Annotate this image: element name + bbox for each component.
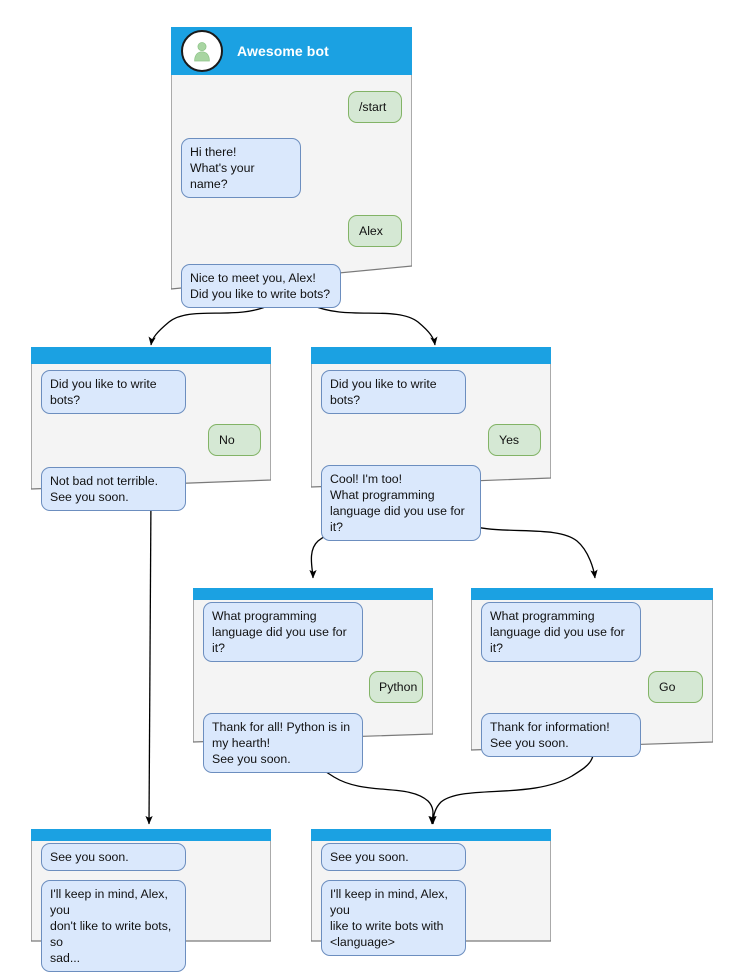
card-language-python[interactable]: What programming language did you use fo…: [193, 588, 433, 773]
bot-message-keep-in-mind: I'll keep in mind, Alex, you don't like …: [41, 880, 186, 972]
card-did-you-like-yes[interactable]: Did you like to write bots? Yes Cool! I'…: [311, 347, 551, 541]
message-row: /start: [171, 91, 412, 123]
card-end-happy[interactable]: See you soon. I'll keep in mind, Alex, y…: [311, 829, 551, 956]
message-row: Yes: [311, 424, 551, 456]
bot-message-question: Did you like to write bots?: [41, 370, 186, 414]
bot-title: Awesome bot: [237, 43, 329, 59]
card-content: See you soon. I'll keep in mind, Alex, y…: [31, 829, 271, 972]
message-row: Cool! I'm too! What programming language…: [311, 465, 551, 541]
chat-thread: /start Hi there! What's your name? Alex …: [171, 75, 412, 308]
user-message-no[interactable]: No: [208, 424, 261, 456]
user-message-go[interactable]: Go: [648, 671, 703, 703]
chat-thread: What programming language did you use fo…: [471, 600, 713, 757]
chat-thread: See you soon. I'll keep in mind, Alex, y…: [311, 841, 551, 956]
chat-thread: Did you like to write bots? No Not bad n…: [31, 364, 271, 511]
bot-message-greeting: Hi there! What's your name?: [181, 138, 301, 198]
card-content: Did you like to write bots? Yes Cool! I'…: [311, 347, 551, 541]
message-row: Hi there! What's your name?: [171, 138, 412, 198]
message-row: No: [31, 424, 271, 456]
bot-message-language-question: What programming language did you use fo…: [203, 602, 363, 662]
message-row: Alex: [171, 215, 412, 247]
card-content: Did you like to write bots? No Not bad n…: [31, 347, 271, 511]
bot-message-thanks: Thank for all! Python is in my hearth! S…: [203, 713, 363, 773]
message-row: I'll keep in mind, Alex, you like to wri…: [311, 880, 551, 956]
edge-no-to-end-sad: [145, 492, 153, 825]
message-row: Did you like to write bots?: [31, 370, 271, 414]
card-header-bar: [471, 588, 713, 600]
card-end-sad[interactable]: See you soon. I'll keep in mind, Alex, y…: [31, 829, 271, 972]
card-awesome-bot-root[interactable]: Awesome bot /start Hi there! What's your…: [171, 27, 412, 308]
user-message-python[interactable]: Python: [369, 671, 423, 703]
chat-thread: What programming language did you use fo…: [193, 600, 433, 773]
bot-message-farewell: Not bad not terrible. See you soon.: [41, 467, 186, 511]
card-content: Awesome bot /start Hi there! What's your…: [171, 27, 412, 308]
card-content: See you soon. I'll keep in mind, Alex, y…: [311, 829, 551, 956]
bot-message-nice-to-meet: Nice to meet you, Alex! Did you like to …: [181, 264, 341, 308]
card-content: What programming language did you use fo…: [471, 588, 713, 757]
chat-thread: See you soon. I'll keep in mind, Alex, y…: [31, 841, 271, 972]
chat-thread: Did you like to write bots? Yes Cool! I'…: [311, 364, 551, 541]
message-row: Thank for information! See you soon.: [471, 713, 713, 757]
message-row: See you soon.: [31, 843, 271, 871]
card-header-bar: [193, 588, 433, 600]
bot-message-language-question: Cool! I'm too! What programming language…: [321, 465, 481, 541]
message-row: Did you like to write bots?: [311, 370, 551, 414]
message-row: Thank for all! Python is in my hearth! S…: [193, 713, 433, 773]
card-language-go[interactable]: What programming language did you use fo…: [471, 588, 713, 757]
user-message-yes[interactable]: Yes: [488, 424, 541, 456]
message-row: What programming language did you use fo…: [193, 602, 433, 662]
person-glyph: [194, 42, 210, 62]
bot-message-see-you-soon: See you soon.: [41, 843, 186, 871]
user-avatar-icon: [181, 30, 223, 72]
bot-message-thanks: Thank for information! See you soon.: [481, 713, 641, 757]
user-message-name[interactable]: Alex: [348, 215, 402, 247]
user-message-start[interactable]: /start: [348, 91, 402, 123]
message-row: Go: [471, 671, 713, 703]
message-row: Nice to meet you, Alex! Did you like to …: [171, 264, 412, 308]
bot-message-keep-in-mind: I'll keep in mind, Alex, you like to wri…: [321, 880, 466, 956]
card-header-bar: [31, 347, 271, 364]
card-header-bar: [31, 829, 271, 841]
card-header-bar: [311, 829, 551, 841]
bot-message-question: Did you like to write bots?: [321, 370, 466, 414]
message-row: Python: [193, 671, 433, 703]
bot-message-language-question: What programming language did you use fo…: [481, 602, 641, 662]
card-header-bar: [311, 347, 551, 364]
message-row: Not bad not terrible. See you soon.: [31, 467, 271, 511]
card-content: What programming language did you use fo…: [193, 588, 433, 773]
card-header-bar: Awesome bot: [171, 27, 412, 75]
message-row: I'll keep in mind, Alex, you don't like …: [31, 880, 271, 972]
message-row: See you soon.: [311, 843, 551, 871]
card-did-you-like-no[interactable]: Did you like to write bots? No Not bad n…: [31, 347, 271, 511]
message-row: What programming language did you use fo…: [471, 602, 713, 662]
bot-message-see-you-soon: See you soon.: [321, 843, 466, 871]
